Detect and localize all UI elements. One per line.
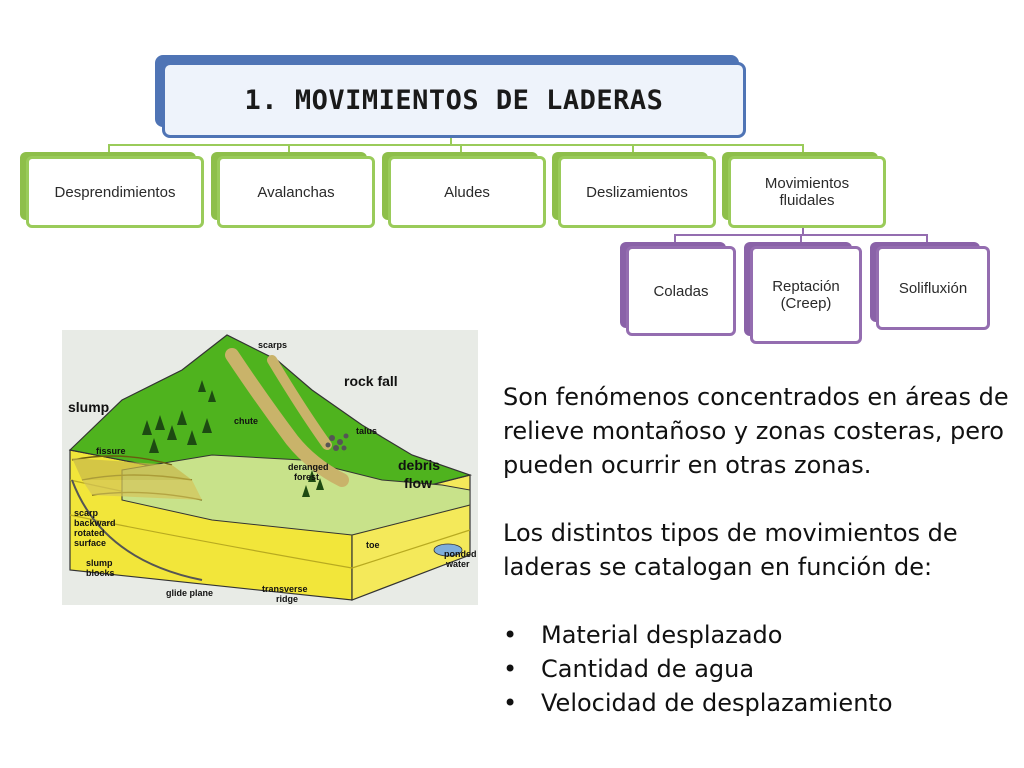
glide-plane-curve	[71, 479, 203, 581]
connector-drop-1	[108, 144, 110, 154]
connector-drop-3	[460, 144, 462, 154]
label-flow: flow	[404, 475, 432, 491]
label-deranged: deranged	[288, 462, 329, 472]
category-desprendimientos: Desprendimientos	[26, 156, 204, 228]
list-item: • Material desplazado	[503, 618, 1018, 652]
label-glide-plane: glide plane	[166, 588, 213, 598]
label-ponded: ponded	[444, 549, 477, 559]
slump-block-1	[72, 458, 192, 480]
subcategory-solifluxion: Solifluxión	[876, 246, 990, 330]
list-item-text: Cantidad de agua	[541, 655, 755, 683]
landslide-illustration: slump scarps rock fall talus chute fissu…	[62, 330, 478, 605]
diagram-title: 1. MOVIMIENTOS DE LADERAS	[162, 62, 746, 138]
category-aludes: Aludes	[388, 156, 546, 228]
label-surface: surface	[74, 538, 106, 548]
label-debris: debris	[398, 457, 440, 473]
body-text: Son fenómenos concentrados en áreas de r…	[503, 380, 1018, 720]
sub-connector-drop-2	[800, 234, 802, 244]
list-item: • Velocidad de desplazamiento	[503, 686, 1018, 720]
connector-horizontal	[108, 144, 804, 146]
connector-drop-2	[288, 144, 290, 154]
scarp-chute	[267, 355, 332, 450]
label-toe: toe	[366, 540, 380, 550]
subcategory-coladas: Coladas	[626, 246, 736, 336]
illustration-labels: slump scarps rock fall talus chute fissu…	[68, 340, 477, 604]
label-scarp: scarp	[74, 508, 99, 518]
label-talus: talus	[356, 426, 377, 436]
label-chute: chute	[234, 416, 258, 426]
ponded-water	[433, 543, 463, 557]
rock-fall-chute	[225, 348, 349, 487]
label-slump-blocks-2: blocks	[86, 568, 115, 578]
forest-trees	[142, 380, 324, 497]
spacer	[503, 584, 1018, 618]
talus-rocks	[325, 433, 349, 451]
paragraph-intro: Son fenómenos concentrados en áreas de r…	[503, 383, 1009, 479]
label-transverse: transverse	[262, 584, 308, 594]
criteria-list: • Material desplazado • Cantidad de agua •…	[503, 618, 1018, 720]
sub-connector-trunk	[802, 228, 804, 236]
bullet-icon: •	[503, 655, 518, 683]
label-ridge: ridge	[276, 594, 298, 604]
category-movimientos-fluidales: Movimientos fluidales	[728, 156, 886, 228]
connector-trunk	[450, 138, 452, 146]
list-item: • Cantidad de agua	[503, 652, 1018, 686]
label-rock-fall: rock fall	[344, 373, 398, 389]
connector-drop-4	[632, 144, 634, 154]
subcategory-reptacion: Reptación (Creep)	[750, 246, 862, 344]
label-scarps: scarps	[258, 340, 287, 350]
spacer	[503, 482, 1018, 516]
connector-drop-5	[802, 144, 804, 154]
label-rotated: rotated	[74, 528, 105, 538]
debris-flow-area	[121, 454, 471, 536]
bullet-icon: •	[503, 689, 518, 717]
bullet-icon: •	[503, 621, 518, 649]
label-slump-blocks-1: slump	[86, 558, 113, 568]
label-fissure: fissure	[96, 446, 126, 456]
category-avalanchas: Avalanchas	[217, 156, 375, 228]
sub-connector-drop-1	[674, 234, 676, 244]
paragraph-classification: Los distintos tipos de movimientos de la…	[503, 519, 958, 581]
sub-connector-drop-3	[926, 234, 928, 244]
list-item-text: Velocidad de desplazamiento	[541, 689, 893, 717]
category-deslizamientos: Deslizamientos	[558, 156, 716, 228]
label-forest: forest	[294, 472, 319, 482]
list-item-text: Material desplazado	[541, 621, 783, 649]
label-slump: slump	[68, 399, 109, 415]
label-backward: backward	[74, 518, 116, 528]
label-water: water	[445, 559, 470, 569]
slump-block-2	[82, 480, 202, 500]
